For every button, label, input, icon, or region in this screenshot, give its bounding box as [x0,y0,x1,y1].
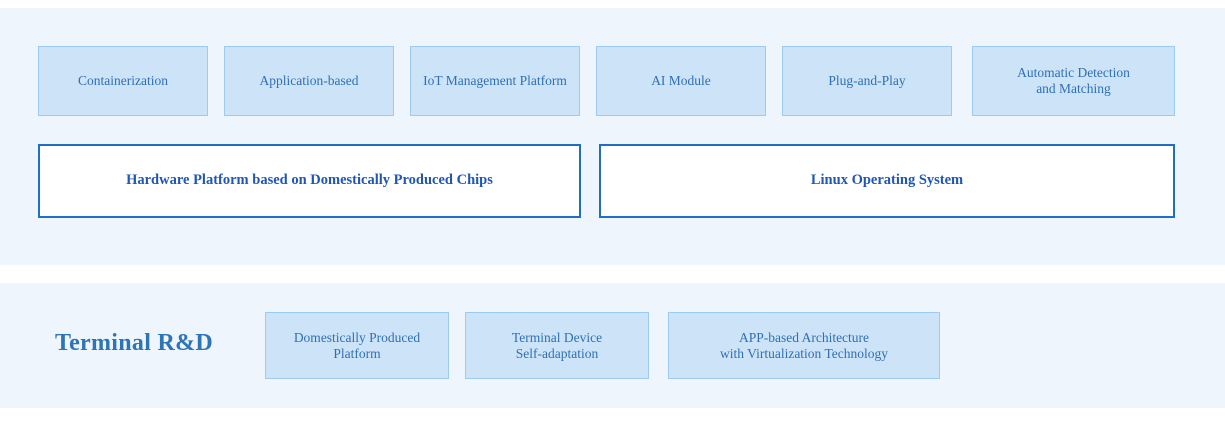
platform-box-linux-operating-system[interactable]: Linux Operating System [599,144,1175,218]
capability-box-label: Containerization [78,73,168,89]
capability-box-label: AI Module [651,73,711,89]
capability-box-label: IoT Management Platform [423,73,567,89]
terminal-box-label: APP-based Architecture with Virtualizati… [720,329,888,361]
platform-box-label: Linux Operating System [810,172,964,189]
capability-box-application-based[interactable]: Application-based [224,46,394,116]
capability-box-label: Automatic Detection and Matching [1017,65,1130,96]
capability-box-ai-module[interactable]: AI Module [596,46,766,116]
capability-box-label: Plug-and-Play [828,73,906,89]
capability-box-label: Application-based [259,73,359,89]
terminal-box-app-based-architecture[interactable]: APP-based Architecture with Virtualizati… [668,312,940,379]
terminal-box-terminal-device-self-adaptation[interactable]: Terminal Device Self-adaptation [465,312,649,379]
capability-box-plug-and-play[interactable]: Plug-and-Play [782,46,952,116]
terminal-box-label: Domestically Produced Platform [293,329,421,361]
capability-box-containerization[interactable]: Containerization [38,46,208,116]
capability-box-iot-management-platform[interactable]: IoT Management Platform [410,46,580,116]
section-label-terminal-rd: Terminal R&D [55,330,214,356]
terminal-box-domestically-produced-platform[interactable]: Domestically Produced Platform [265,312,449,379]
platform-box-label: Hardware Platform based on Domestically … [126,172,493,189]
terminal-box-label: Terminal Device Self-adaptation [511,329,603,361]
platform-box-hardware-platform[interactable]: Hardware Platform based on Domestically … [38,144,581,218]
capability-box-automatic-detection-and-matching[interactable]: Automatic Detection and Matching [972,46,1175,116]
